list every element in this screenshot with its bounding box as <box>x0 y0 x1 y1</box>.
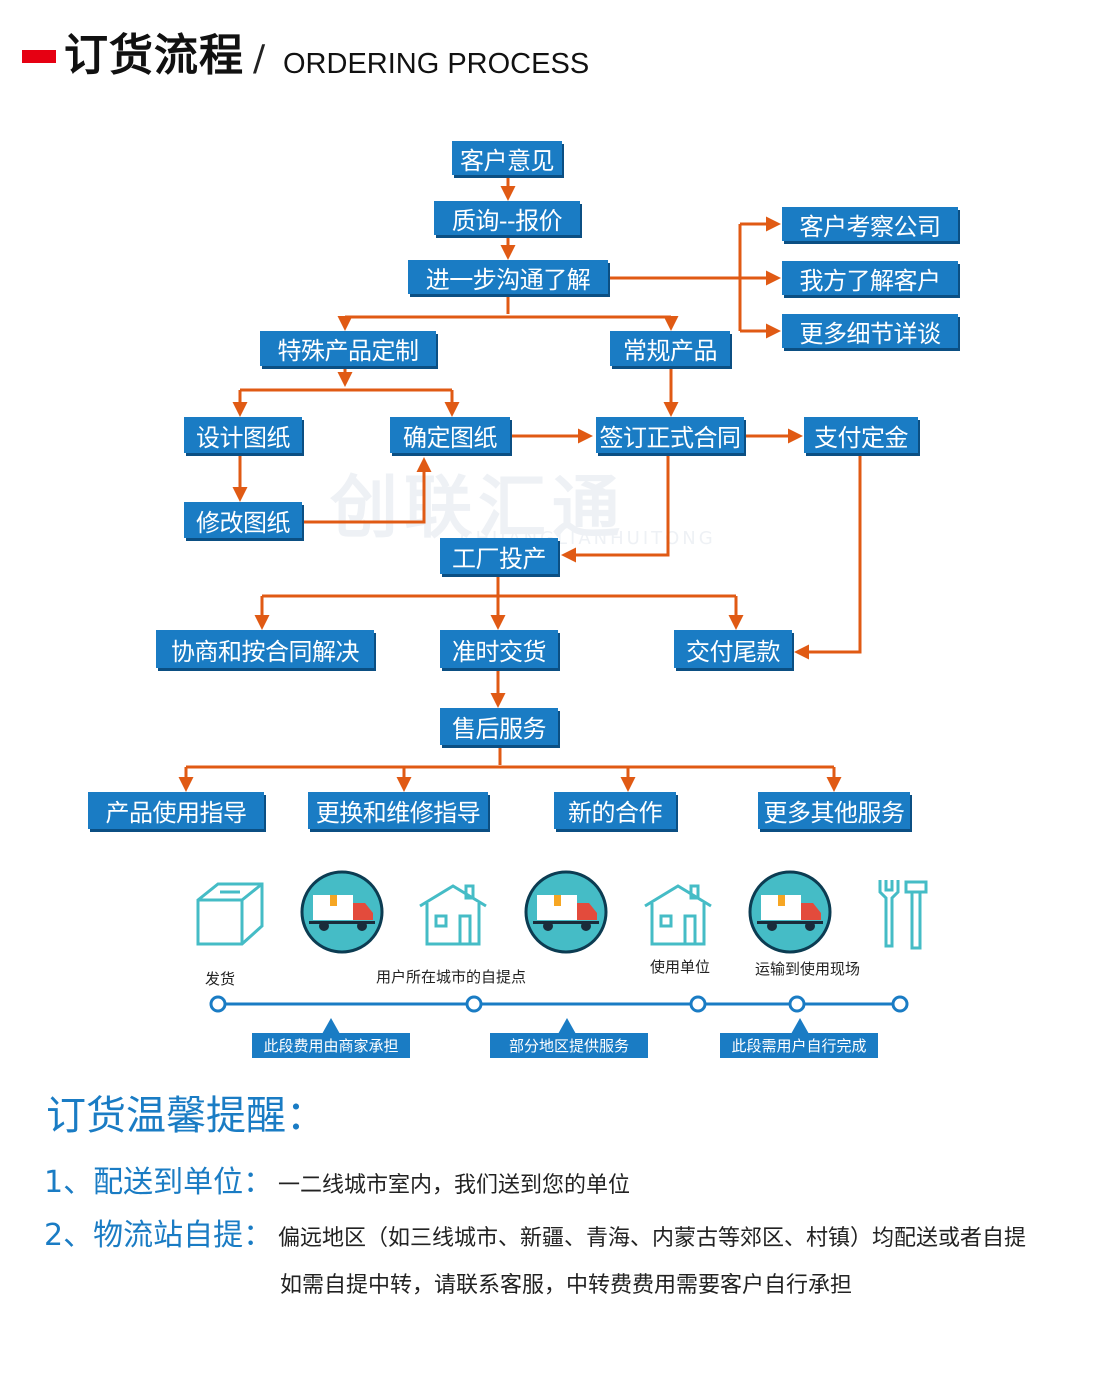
step-visit-company: 客户考察公司 <box>782 207 958 241</box>
arrow-sign-factory <box>561 453 670 563</box>
tip-2-heading: 2、物流站自提： <box>44 1218 274 1253</box>
tools-icon <box>878 880 928 950</box>
label-city-pickup: 用户所在城市的自提点 <box>376 968 527 986</box>
step-new-cooperation: 新的合作 <box>554 792 676 829</box>
arrow-revise-confirm <box>303 457 432 524</box>
segment-pointer <box>791 1018 809 1034</box>
truck-icon <box>524 870 608 954</box>
tip-1-text: 一二线城市室内，我们送到您的单位 <box>278 1173 631 1198</box>
step-pay-deposit: 支付定金 <box>804 417 918 453</box>
step-discuss-details: 更多细节详谈 <box>782 314 958 348</box>
step-product-guide: 产品使用指导 <box>88 792 264 829</box>
timeline-dot <box>209 995 227 1013</box>
tip-1-heading: 1、配送到单位： <box>44 1165 274 1200</box>
timeline-dot <box>689 995 707 1013</box>
segment-partial: 部分地区提供服务 <box>490 1033 648 1058</box>
step-further-communication: 进一步沟通了解 <box>408 260 608 294</box>
header-accent-bar <box>22 50 56 63</box>
segment-pointer <box>558 1018 576 1034</box>
step-regular-product: 常规产品 <box>610 331 730 366</box>
tips-title: 订货温馨提醒： <box>46 1093 326 1139</box>
segment-merchant: 此段费用由商家承担 <box>252 1033 410 1058</box>
step-replace-repair-guide: 更换和维修指导 <box>308 792 488 829</box>
step-more-services: 更多其他服务 <box>758 792 910 829</box>
segment-user: 此段需用户自行完成 <box>720 1033 878 1058</box>
label-user-unit: 使用单位 <box>650 958 711 976</box>
box-icon <box>196 882 264 946</box>
truck-icon <box>748 870 832 954</box>
arrow-deposit-balance <box>794 453 862 660</box>
truck-icon <box>300 870 384 954</box>
title-separator: / <box>253 38 266 79</box>
step-factory-production: 工厂投产 <box>440 538 558 574</box>
house-icon <box>419 884 487 946</box>
segment-pointer <box>322 1018 340 1034</box>
step-inquiry-quote: 质询--报价 <box>434 201 580 235</box>
timeline-dot <box>788 995 806 1013</box>
logistics-timeline <box>209 995 909 1034</box>
step-design-drawing: 设计图纸 <box>184 417 302 453</box>
page-title-en: ORDERING PROCESS <box>283 48 590 80</box>
step-revise-drawing: 修改图纸 <box>184 502 302 538</box>
step-after-sales: 售后服务 <box>440 708 558 745</box>
timeline-dot <box>891 995 909 1013</box>
tip-2-text: 偏远地区（如三线城市、新疆、青海、内蒙古等郊区、村镇）均配送或者自提 <box>278 1226 1027 1251</box>
label-transport-site: 运输到使用现场 <box>755 960 861 978</box>
page-title-cn: 订货流程 <box>64 30 244 81</box>
step-custom-product: 特殊产品定制 <box>260 331 436 366</box>
step-customer-opinion: 客户意见 <box>452 141 562 175</box>
label-ship: 发货 <box>205 970 236 988</box>
step-negotiate-resolve: 协商和按合同解决 <box>156 630 374 668</box>
step-confirm-drawing: 确定图纸 <box>390 417 510 453</box>
step-understand-customer: 我方了解客户 <box>782 261 958 295</box>
step-ontime-delivery: 准时交货 <box>440 630 558 668</box>
step-sign-contract: 签订正式合同 <box>596 417 744 453</box>
watermark: 创联汇通 <box>330 469 627 548</box>
timeline-dot <box>465 995 483 1013</box>
house-icon <box>644 884 712 946</box>
step-pay-balance: 交付尾款 <box>674 630 792 668</box>
tip-2-text-continued: 如需自提中转，请联系客服，中转费费用需要客户自行承担 <box>280 1273 853 1298</box>
